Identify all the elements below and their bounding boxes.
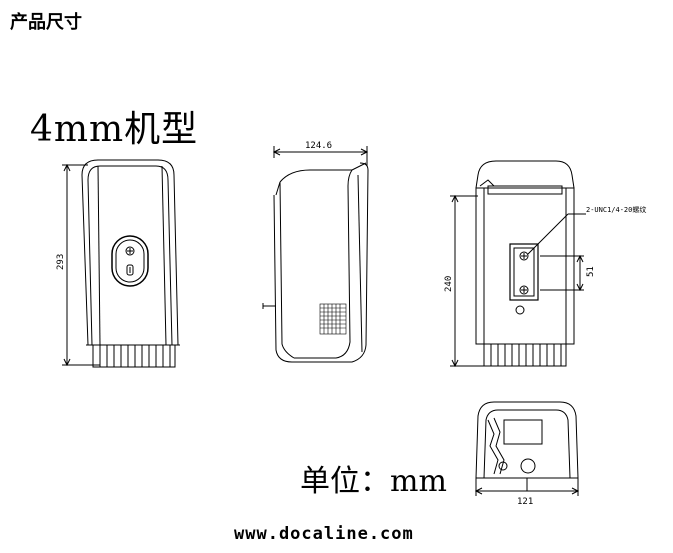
rear-spacing-dim: 51 (586, 266, 596, 277)
website-link[interactable]: www.docaline.com (234, 524, 414, 544)
front-view: 293 (56, 159, 180, 368)
front-height-dim: 293 (56, 254, 66, 270)
mount-thread-note: 2-UNC1/4-20螺纹 (586, 205, 646, 214)
side-width-dim: 124.6 (305, 141, 332, 151)
rear-height-dim: 240 (444, 276, 454, 292)
model-label: 4mm机型 (30, 109, 199, 150)
side-view: 124.6 (262, 141, 369, 363)
bottom-view: 121 (474, 401, 580, 507)
rear-view: 240 51 (444, 160, 646, 368)
bottom-width-dim: 121 (517, 497, 533, 507)
page-title: 产品尺寸 (10, 12, 82, 33)
unit-label: 单位：mm (300, 464, 447, 499)
